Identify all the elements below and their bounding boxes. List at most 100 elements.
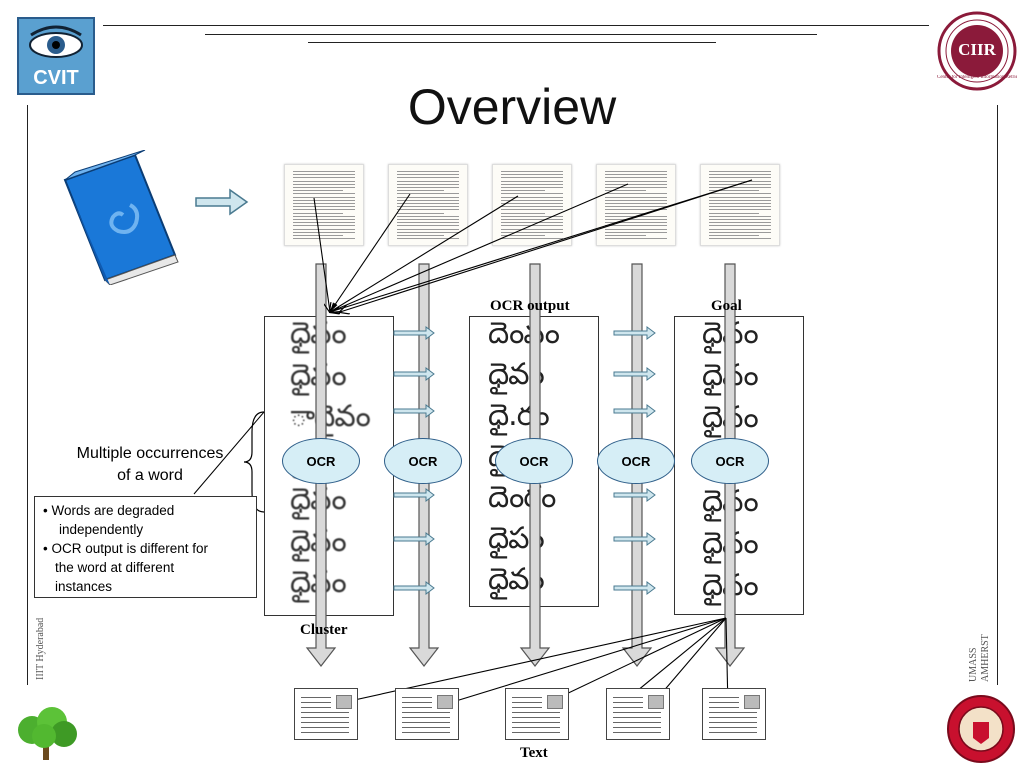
document-text-line: [709, 722, 757, 723]
page-text-line: [709, 219, 771, 220]
goal-to-text-line: [420, 617, 727, 712]
ocr-output-word: దెంరం: [488, 480, 556, 515]
top-rule-2: [205, 34, 817, 35]
page-text-line: [397, 231, 459, 233]
page-text-line: [397, 238, 459, 240]
page-text-line: [501, 174, 563, 176]
small-arrow: [613, 532, 656, 546]
page-text-line: [709, 215, 771, 217]
page-text-line: [397, 171, 459, 172]
page-text-line: [501, 193, 563, 195]
page-text-line: [293, 238, 355, 240]
page-text-line: [397, 190, 444, 192]
cvit-logo-text: CVIT: [33, 67, 79, 89]
page-text-line: [293, 196, 355, 198]
page-text-line: [605, 180, 667, 182]
page-text-line: [605, 171, 667, 172]
text-document-4: [606, 688, 670, 740]
page-text-line: [501, 206, 563, 208]
page-thumbnail-5: [700, 164, 780, 246]
document-text-line: [613, 727, 661, 728]
document-text-line: [402, 732, 450, 733]
page-text-line: [709, 193, 771, 195]
small-arrow: [393, 367, 435, 381]
page-text-line: [293, 171, 355, 172]
page-text-line: [709, 228, 771, 230]
page-text-line: [709, 209, 771, 211]
page-text-line: [501, 183, 563, 185]
page-text-line: [293, 199, 355, 201]
document-text-line: [709, 707, 739, 708]
small-arrow: [613, 581, 656, 595]
page-text-line: [709, 190, 759, 192]
top-rule-3: [308, 42, 716, 43]
page-text-line: [709, 177, 771, 179]
page-thumbnail-4: [596, 164, 676, 246]
page-text-line: [501, 212, 545, 214]
page-text-line: [293, 183, 355, 185]
page-text-line: [501, 222, 563, 224]
page-text-line: [501, 196, 563, 198]
document-text-line: [613, 712, 661, 713]
iiit-hyderabad-label: IIIT Hyderabad: [35, 617, 46, 680]
page-text-line: [293, 180, 355, 182]
ocr-output-label: OCR output: [490, 298, 570, 314]
page-text-line: [397, 228, 459, 230]
page-text-line: [501, 187, 563, 188]
cluster-label: Cluster: [300, 622, 348, 638]
note-line-4: the word at different: [55, 560, 175, 575]
page-text-line: [293, 219, 355, 220]
document-text-line: [301, 697, 331, 698]
page-text-line: [605, 228, 667, 230]
slide-title: Overview: [407, 79, 617, 135]
callout-line: [193, 411, 265, 495]
document-text-line: [301, 702, 331, 703]
page-text-line: [709, 212, 759, 214]
page-text-line: [397, 174, 459, 176]
page-text-line: [605, 206, 667, 208]
left-rule: [27, 105, 28, 685]
converge-line: [330, 195, 519, 312]
cvit-logo: CVIT: [17, 17, 95, 95]
document-text-line: [402, 702, 432, 703]
document-text-line: [709, 702, 739, 703]
document-text-line: [709, 717, 757, 718]
page-text-line: [605, 190, 646, 192]
tree-logo: [18, 707, 77, 760]
document-text-line: [613, 702, 643, 703]
page-text-line: [397, 193, 459, 195]
document-text-line: [512, 727, 560, 728]
top-rule-1: [103, 25, 929, 26]
page-text-line: [293, 206, 355, 208]
page-text-line: [501, 190, 545, 192]
ocr-node-5: OCR: [691, 438, 769, 484]
page-text-line: [605, 196, 667, 198]
small-arrow: [613, 367, 656, 381]
page-text-line: [501, 228, 563, 230]
document-text-line: [512, 722, 560, 723]
document-text-line: [301, 717, 349, 718]
page-text-line: [709, 206, 771, 208]
page-text-line: [605, 209, 667, 211]
ocr-node-3: OCR: [495, 438, 573, 484]
page-text-line: [501, 238, 563, 240]
page-text-line: [605, 174, 667, 176]
page-text-line: [397, 187, 459, 188]
page-text-line: [605, 219, 667, 220]
multiple-occurrences-label: Multiple occurrences of a word: [76, 445, 224, 484]
page-text-line: [709, 196, 771, 198]
document-text-line: [402, 722, 450, 723]
page-text-line: [709, 222, 771, 224]
document-text-line: [301, 727, 349, 728]
page-text-line: [397, 177, 459, 179]
converge-line: [313, 197, 330, 312]
page-text-line: [605, 187, 667, 188]
document-text-line: [709, 712, 757, 713]
page-text-line: [605, 235, 646, 236]
text-label: Text: [520, 745, 548, 761]
document-text-line: [301, 732, 349, 733]
umass-seal-logo: [947, 695, 1015, 763]
small-arrow: [393, 326, 435, 340]
book-arrow: [195, 188, 249, 216]
